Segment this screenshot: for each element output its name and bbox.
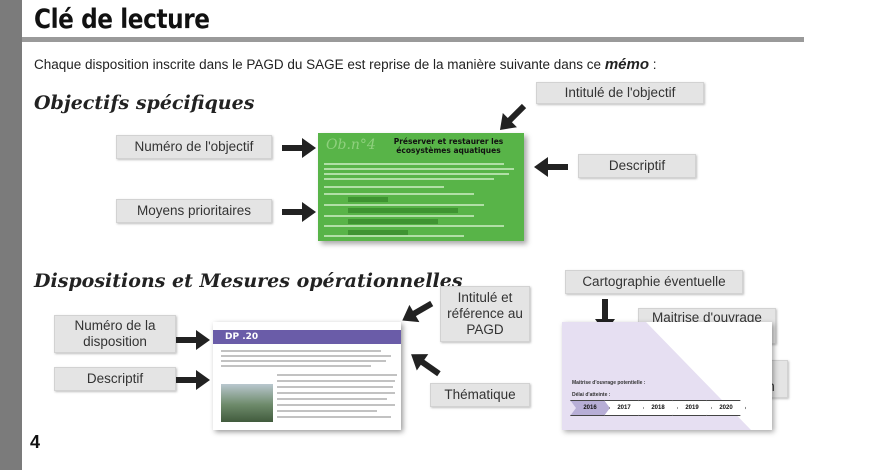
label-intitule-objectif: Intitulé de l'objectif bbox=[536, 82, 704, 104]
label-cartographie: Cartographie éventuelle bbox=[565, 270, 743, 294]
objective-card-thumbnail: Ob.n°4 Préserver et restaurer les écosys… bbox=[318, 133, 524, 241]
objective-title: Préserver et restaurer les écosystèmes a… bbox=[393, 137, 504, 155]
label-moyens-prioritaires: Moyens prioritaires bbox=[116, 199, 272, 223]
timeline-year-1: 2016 bbox=[570, 400, 610, 416]
timeline-card-thumbnail: Maitrise d'ouvrage potentielle : Délai d… bbox=[562, 322, 772, 430]
label-numero-objectif: Numéro de l'objectif bbox=[116, 135, 272, 159]
timeline-delai-label: Délai d'atteinte : bbox=[572, 392, 611, 398]
objective-number: Ob.n°4 bbox=[326, 137, 376, 153]
intro-end: : bbox=[649, 57, 657, 72]
label-descriptif-top: Descriptif bbox=[578, 154, 696, 178]
arrow-to-thematique bbox=[405, 346, 443, 378]
page-title: Clé de lecture bbox=[34, 4, 210, 35]
timeline-year-5: 2020 bbox=[706, 400, 746, 416]
arrow-to-intitule-reference bbox=[397, 298, 434, 330]
timeline-year-2: 2017 bbox=[604, 400, 644, 416]
arrow-to-moyens bbox=[282, 202, 316, 222]
label-intitule-reference: Intitulé et référence au PAGD bbox=[440, 286, 530, 342]
section-objectifs-heading: Objectifs spécifiques bbox=[34, 92, 255, 114]
arrow-to-descriptif-bottom bbox=[176, 370, 210, 390]
timeline-year-3: 2018 bbox=[638, 400, 678, 416]
section-dispositions-heading: Dispositions et Mesures opérationnelles bbox=[34, 270, 463, 292]
title-rule bbox=[22, 37, 804, 42]
arrow-to-numero-disposition bbox=[176, 330, 210, 350]
left-side-bar bbox=[0, 0, 22, 470]
intro-main: Chaque disposition inscrite dans le PAGD… bbox=[34, 57, 605, 72]
river-photo bbox=[221, 384, 273, 422]
disposition-number: DP .20 bbox=[225, 332, 259, 342]
intro-emphasis: mémo bbox=[604, 56, 649, 73]
label-numero-disposition: Numéro de la disposition bbox=[54, 315, 176, 353]
timeline-year-4: 2019 bbox=[672, 400, 712, 416]
intro-text: Chaque disposition inscrite dans le PAGD… bbox=[34, 56, 657, 73]
arrow-to-numero-objectif bbox=[282, 138, 316, 158]
timeline-maitrise-label: Maitrise d'ouvrage potentielle : bbox=[572, 380, 646, 386]
label-descriptif-bottom: Descriptif bbox=[54, 367, 176, 391]
disposition-card-thumbnail: DP .20 bbox=[213, 322, 401, 430]
label-thematique: Thématique bbox=[430, 383, 530, 407]
arrow-to-intitule-objectif bbox=[492, 102, 529, 138]
arrow-to-descriptif-top bbox=[534, 157, 568, 177]
page-number: 4 bbox=[30, 432, 41, 452]
